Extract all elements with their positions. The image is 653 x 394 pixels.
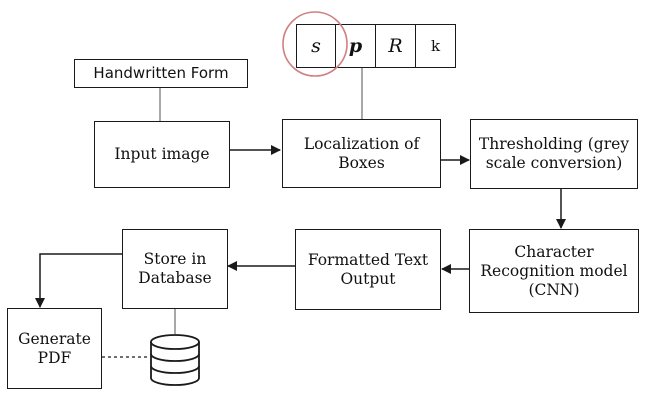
thresholding-box: Thresholding (grey scale conversion) <box>470 119 638 189</box>
handwritten-form-label: Handwritten Form <box>93 64 229 82</box>
character-cell-r: R <box>375 24 416 68</box>
database-icon <box>150 334 200 386</box>
input-image-box: Input image <box>94 121 230 188</box>
formatted-text-box: Formatted Text Output <box>295 229 441 310</box>
character-cell-r-text: R <box>388 35 403 57</box>
character-cell-s: s <box>296 24 336 68</box>
character-recognition-box: Character Recognition model (CNN) <box>469 229 639 313</box>
generate-pdf-box: Generate PDF <box>7 308 102 389</box>
generate-pdf-label: Generate PDF <box>18 329 91 367</box>
character-cell-s-text: s <box>311 35 321 57</box>
character-cell-k-text: k <box>430 37 441 55</box>
formatted-text-label: Formatted Text Output <box>307 250 429 288</box>
localization-box: Localization of Boxes <box>282 119 441 188</box>
handwritten-form-box: Handwritten Form <box>74 59 248 88</box>
character-cell-k: k <box>415 24 456 68</box>
character-cell-p-text: p <box>348 35 363 57</box>
store-database-label: Store in Database <box>138 250 212 287</box>
input-image-label: Input image <box>114 145 210 163</box>
store-database-box: Store in Database <box>122 229 228 309</box>
character-cell-p: p <box>335 24 376 68</box>
thresholding-label: Thresholding (grey scale conversion) <box>478 135 630 172</box>
localization-label: Localization of Boxes <box>303 134 420 172</box>
character-recognition-label: Character Recognition model (CNN) <box>480 242 628 299</box>
arrow-store-to-pdf <box>35 253 122 308</box>
